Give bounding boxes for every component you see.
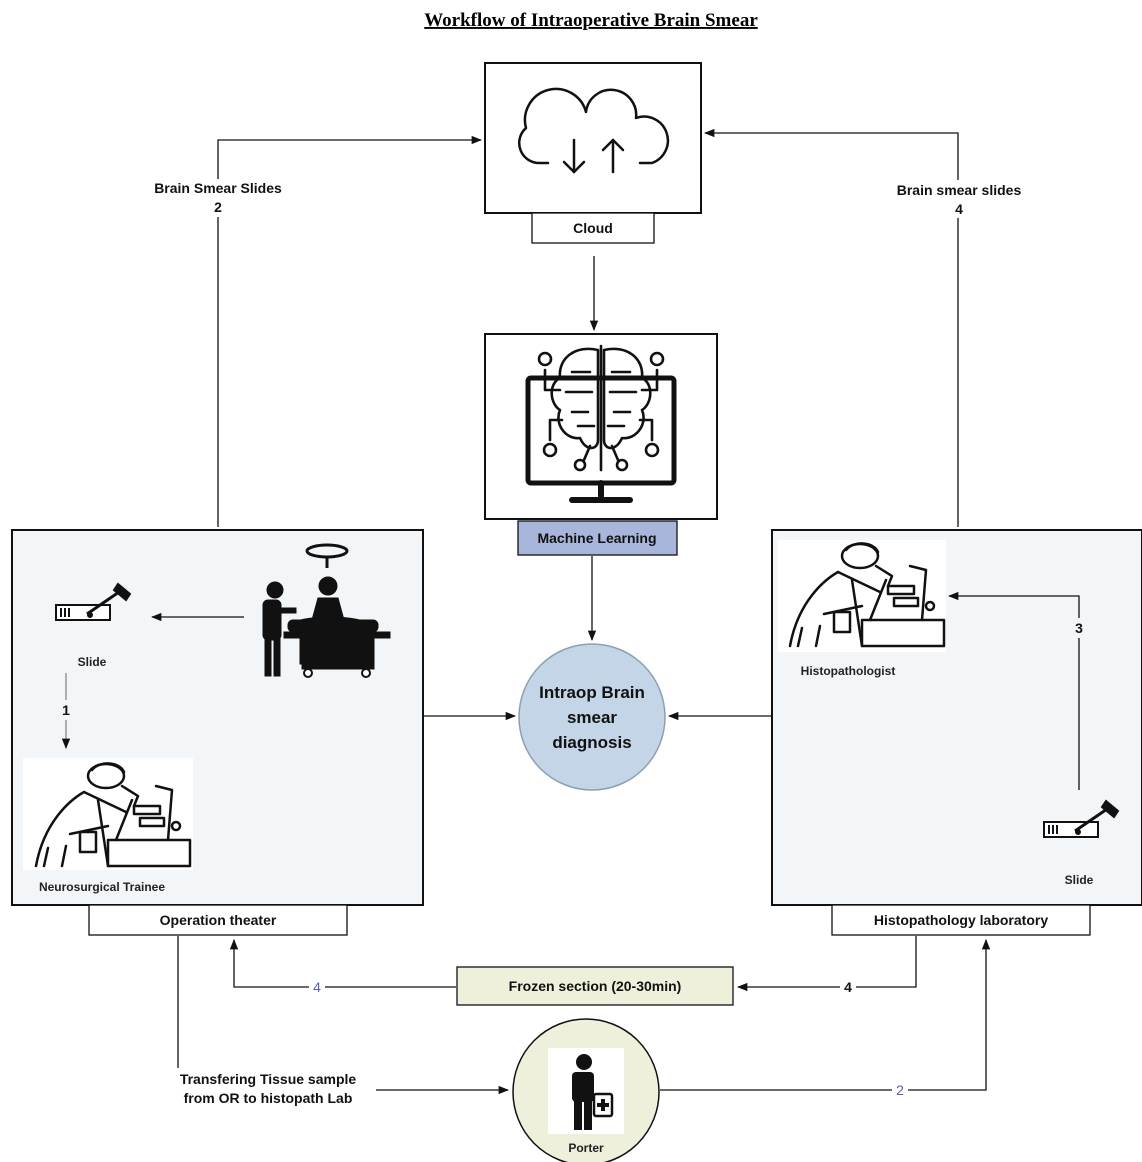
edge-ot-to-cloud: Brain Smear Slides 2	[140, 135, 483, 527]
machine-learning-label: Machine Learning	[537, 530, 656, 546]
operation-theater-panel: Operation theater	[11, 529, 424, 936]
diagram-title: Workflow of Intraoperative Brain Smear	[424, 10, 758, 31]
transfer-line1: Transfering Tissue sample	[180, 1071, 357, 1087]
slide-icon	[55, 582, 132, 621]
neurosurgical-trainee-icon	[23, 758, 193, 870]
machine-learning-node: Machine Learning	[484, 333, 718, 556]
left-upload-number: 2	[214, 199, 222, 215]
diagnosis-node: Intraop Brain smear diagnosis	[518, 643, 666, 791]
edge-lab-to-frozen: 4	[736, 936, 917, 997]
right-upload-number: 4	[955, 201, 963, 217]
histopathology-laboratory-label: Histopathology laboratory	[874, 912, 1048, 928]
edge-lab-to-cloud: Brain smear slides 4	[703, 128, 1036, 527]
cloud-node: Cloud	[484, 62, 702, 244]
histopathology-panel: Histopathology laboratory Histopa	[771, 529, 1142, 936]
diagnosis-line3: diagnosis	[552, 733, 631, 752]
edge-slide-to-histopathologist: 3	[947, 591, 1087, 790]
histopathologist-label: Histopathologist	[801, 664, 896, 678]
edge-frozen-number: 4	[313, 979, 321, 995]
cloud-sync-icon	[517, 87, 670, 174]
edge-porter-number: 2	[896, 1082, 904, 1098]
histopathologist-icon	[778, 540, 946, 652]
lab-slide-label: Slide	[1065, 873, 1094, 887]
cloud-label: Cloud	[573, 220, 613, 236]
edge-ot-to-porter: Transfering Tissue sample from OR to his…	[162, 936, 510, 1110]
edge-lab-frozen-number: 4	[844, 979, 852, 995]
porter-node: Porter	[512, 1018, 660, 1162]
left-upload-label: Brain Smear Slides	[154, 180, 282, 196]
slide-icon	[1043, 799, 1120, 838]
machine-learning-label-box	[517, 520, 678, 556]
porter-icon	[572, 1054, 614, 1130]
brain-computer-icon	[525, 344, 677, 503]
operation-theater-label: Operation theater	[160, 912, 277, 928]
edge-3-number: 3	[1075, 620, 1083, 636]
frozen-section-label: Frozen section (20-30min)	[509, 978, 682, 994]
right-upload-label: Brain smear slides	[897, 182, 1022, 198]
porter-label: Porter	[568, 1141, 604, 1155]
ot-slide-label: Slide	[78, 655, 107, 669]
trainee-label: Neurosurgical Trainee	[39, 880, 165, 894]
edge-slide-to-trainee: 1	[58, 673, 74, 750]
transfer-line2: from OR to histopath Lab	[184, 1090, 353, 1106]
edge-porter-to-lab: 2	[660, 938, 991, 1100]
diagnosis-line1: Intraop Brain	[539, 683, 645, 702]
surgery-scene-icon	[262, 543, 391, 678]
diagnosis-line2: smear	[567, 708, 617, 727]
edge-frozen-to-ot: 4	[229, 938, 456, 997]
frozen-section-node: Frozen section (20-30min)	[456, 966, 734, 1006]
edge-1-number: 1	[62, 702, 70, 718]
